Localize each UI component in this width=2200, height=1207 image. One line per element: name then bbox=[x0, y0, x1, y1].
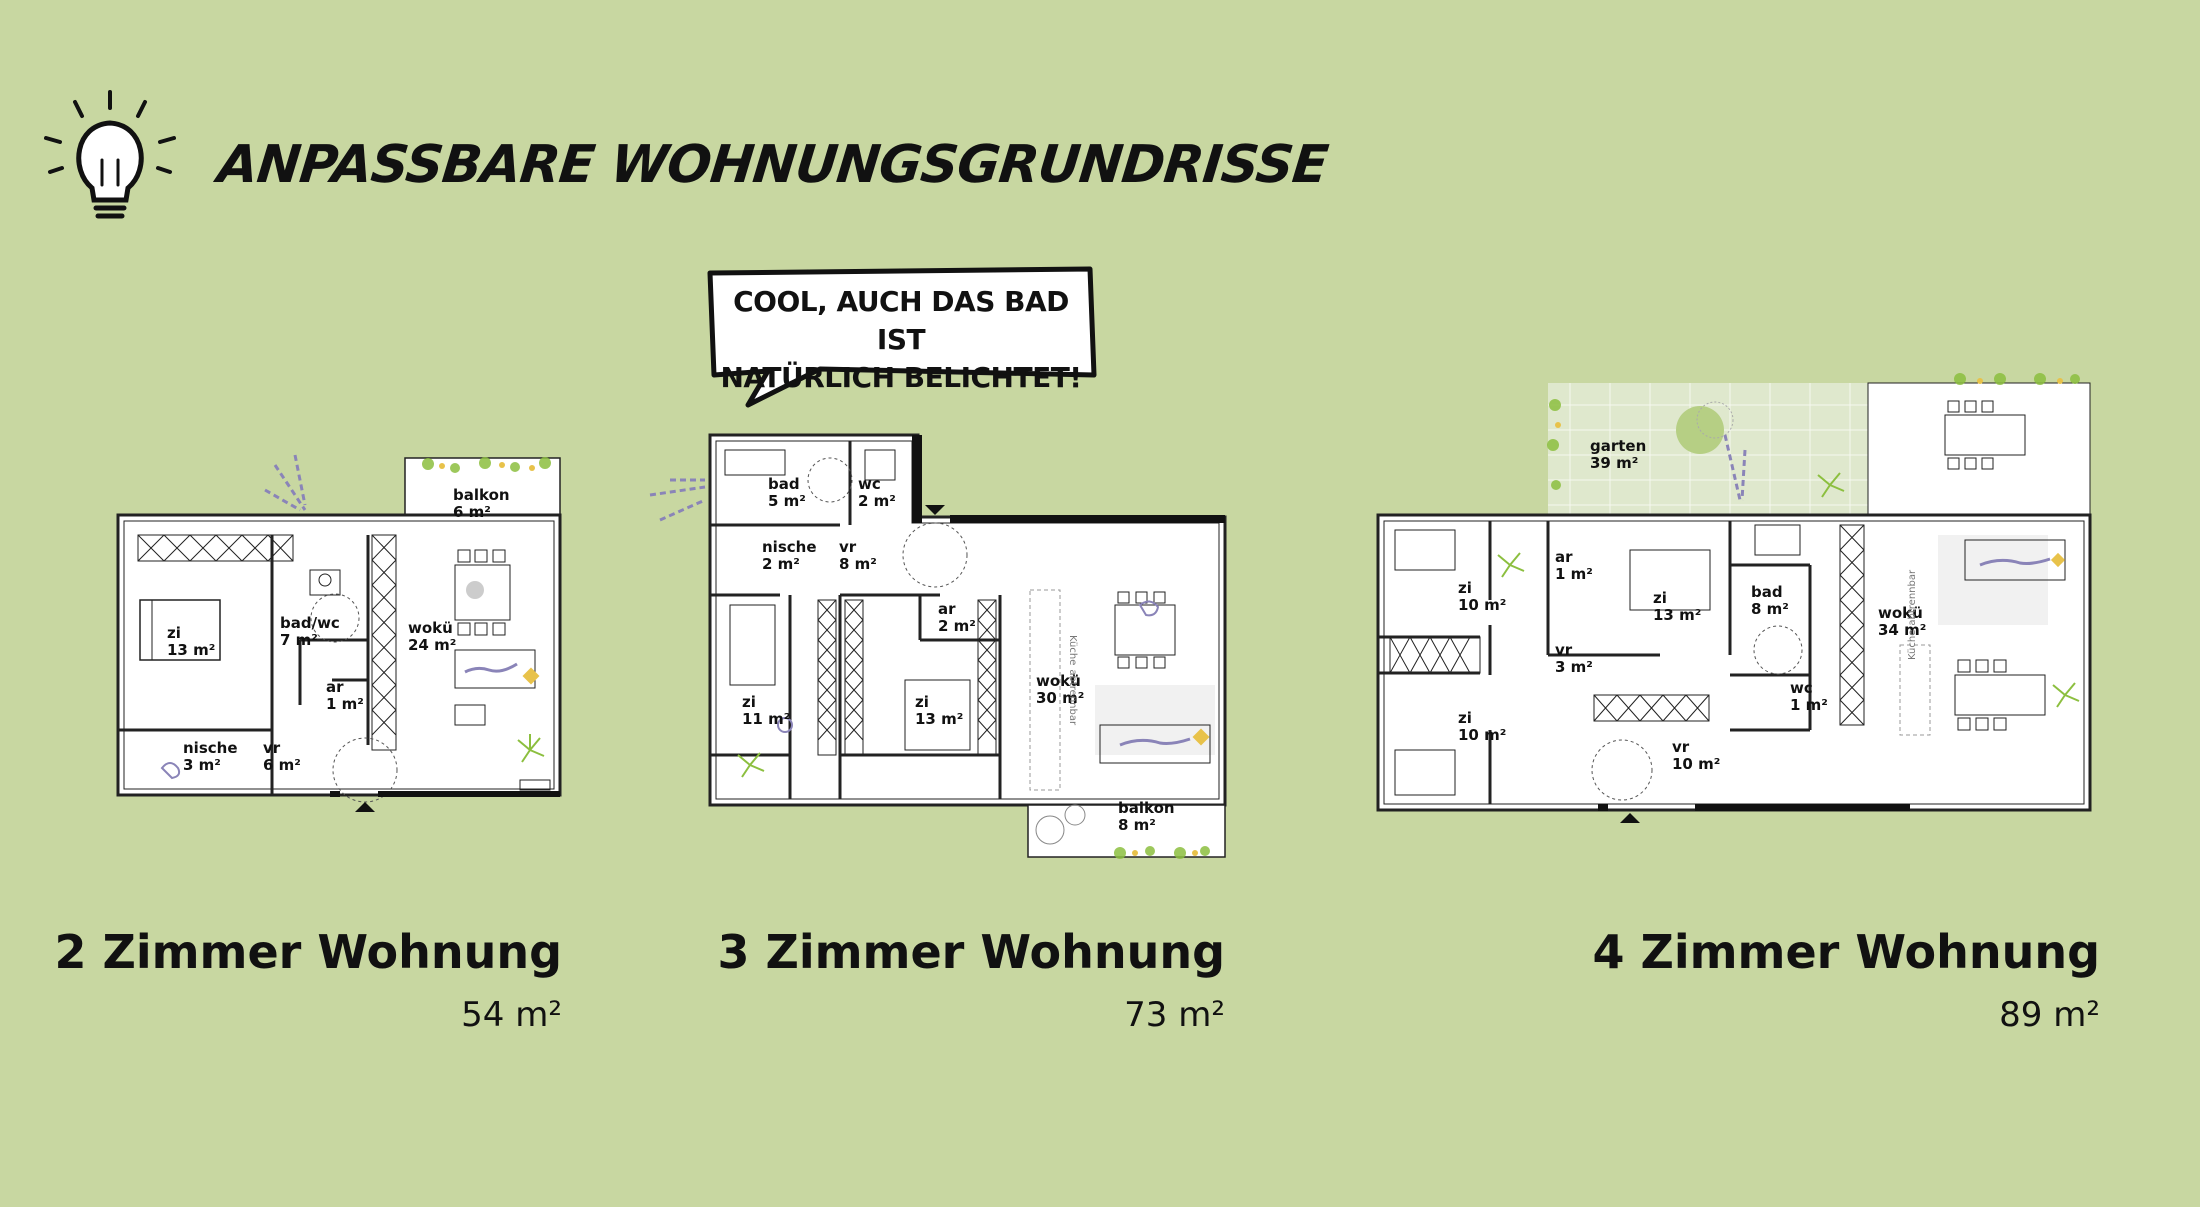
label-woku-area: 34 m² bbox=[1878, 621, 1926, 639]
label-nische-area: 3 m² bbox=[183, 756, 221, 774]
plant-icon bbox=[737, 752, 765, 778]
label-woku: wokü bbox=[1878, 604, 1923, 622]
label-ar-area: 1 m² bbox=[1555, 565, 1593, 583]
label-wc: wc bbox=[858, 475, 881, 493]
floor-plan-3-zimmer: bad 5 m² wc 2 m² nische 2 m² vr 8 m² ar … bbox=[649, 425, 1230, 865]
dining-table bbox=[1114, 604, 1176, 656]
label-balkon-area: 6 m² bbox=[453, 503, 491, 521]
label-woku-area: 30 m² bbox=[1036, 689, 1084, 707]
label-zi-2: zi bbox=[1653, 589, 1667, 607]
label-nische-area: 2 m² bbox=[762, 555, 800, 573]
label-kueche-note: Kücheabtrennbar bbox=[1067, 635, 1078, 726]
label-vr: vr bbox=[263, 739, 281, 757]
dining-table bbox=[454, 564, 511, 621]
label-vr-area: 6 m² bbox=[263, 756, 301, 774]
label-zi-1-area: 11 m² bbox=[742, 710, 790, 728]
label-zi-2-area: 13 m² bbox=[915, 710, 963, 728]
label-zi-area: 13 m² bbox=[167, 641, 215, 659]
label-bad: bad bbox=[768, 475, 800, 493]
lightbulb-icon bbox=[40, 90, 180, 220]
floor-plan-4-zimmer: garten 39 m² zi 10 m² ar 1 m² zi 13 m² b… bbox=[1370, 373, 2110, 830]
label-woku-area: 24 m² bbox=[408, 636, 456, 654]
sofa bbox=[454, 649, 536, 689]
label-vr-1: vr bbox=[1555, 641, 1573, 659]
apartment-area-3-zimmer: 73 m² bbox=[1124, 995, 1225, 1035]
label-nische: nische bbox=[183, 739, 238, 757]
label-vr-1-area: 3 m² bbox=[1555, 658, 1593, 676]
dining-table bbox=[1954, 674, 2046, 716]
label-kueche-note: Kücheabtrennbar bbox=[1907, 569, 1918, 660]
apartment-area-2-zimmer: 54 m² bbox=[461, 995, 562, 1035]
label-vr-2: vr bbox=[1672, 738, 1690, 756]
label-wc-area: 1 m² bbox=[1790, 696, 1828, 714]
label-zi-1-area: 10 m² bbox=[1458, 596, 1506, 614]
label-bad: bad bbox=[1751, 583, 1783, 601]
speech-bubble bbox=[700, 265, 1100, 415]
label-ar: ar bbox=[938, 600, 956, 618]
page-title: ANPASSBARE WOHNUNGSGRUNDRISSE bbox=[214, 135, 1331, 195]
speech-bubble-text: COOL, AUCH DAS BAD IST NATÜRLICH BELICHT… bbox=[716, 283, 1086, 397]
label-ar-area: 2 m² bbox=[938, 617, 976, 635]
plant-icon bbox=[517, 734, 545, 763]
label-woku: wokü bbox=[408, 619, 453, 637]
label-balkon: balkon bbox=[453, 486, 510, 504]
label-garten: garten bbox=[1590, 437, 1646, 455]
label-balkon: balkon bbox=[1118, 799, 1175, 817]
label-vr: vr bbox=[839, 538, 857, 556]
bed bbox=[729, 604, 776, 686]
label-balkon-area: 8 m² bbox=[1118, 816, 1156, 834]
label-bad-area: 5 m² bbox=[768, 492, 806, 510]
apartment-title-4-zimmer: 4 Zimmer Wohnung bbox=[1592, 925, 2100, 979]
bed bbox=[1394, 749, 1456, 796]
label-ar: ar bbox=[326, 678, 344, 696]
plant-icon bbox=[1497, 472, 2080, 708]
plant-decoration bbox=[422, 457, 551, 473]
bed bbox=[1629, 549, 1711, 611]
label-zi-1: zi bbox=[742, 693, 756, 711]
label-zi-1: zi bbox=[1458, 579, 1472, 597]
label-vr-area: 8 m² bbox=[839, 555, 877, 573]
speech-bubble-line-1: COOL, AUCH DAS BAD IST bbox=[733, 285, 1069, 356]
label-zi-2-area: 13 m² bbox=[1653, 606, 1701, 624]
label-nische: nische bbox=[762, 538, 817, 556]
apartment-title-3-zimmer: 3 Zimmer Wohnung bbox=[717, 925, 1225, 979]
label-zi: zi bbox=[167, 624, 181, 642]
apartment-title-2-zimmer: 2 Zimmer Wohnung bbox=[54, 925, 562, 979]
label-ar-area: 1 m² bbox=[326, 695, 364, 713]
label-badwc-area: 7 m² bbox=[280, 631, 318, 649]
label-vr-2-area: 10 m² bbox=[1672, 755, 1720, 773]
bed bbox=[904, 679, 971, 751]
label-zi-2: zi bbox=[915, 693, 929, 711]
label-wc: wc bbox=[1790, 679, 1813, 697]
label-badwc: bad/wc bbox=[280, 614, 340, 632]
label-ar: ar bbox=[1555, 548, 1573, 566]
bed bbox=[139, 599, 221, 661]
label-bad-area: 8 m² bbox=[1751, 600, 1789, 618]
bed bbox=[1394, 529, 1456, 571]
label-garten-area: 39 m² bbox=[1590, 454, 1638, 472]
label-wc-area: 2 m² bbox=[858, 492, 896, 510]
label-woku: wokü bbox=[1036, 672, 1081, 690]
floor-plan-2-zimmer: balkon 6 m² zi 13 m² bad/wc 7 m² wokü 24… bbox=[110, 450, 580, 815]
speech-bubble-line-2: NATÜRLICH BELICHTET! bbox=[720, 361, 1082, 394]
sofa bbox=[1099, 724, 1211, 764]
balkon-area bbox=[1027, 804, 1226, 858]
label-zi-3: zi bbox=[1458, 709, 1472, 727]
label-zi-3-area: 10 m² bbox=[1458, 726, 1506, 744]
apartment-area-4-zimmer: 89 m² bbox=[1999, 995, 2100, 1035]
